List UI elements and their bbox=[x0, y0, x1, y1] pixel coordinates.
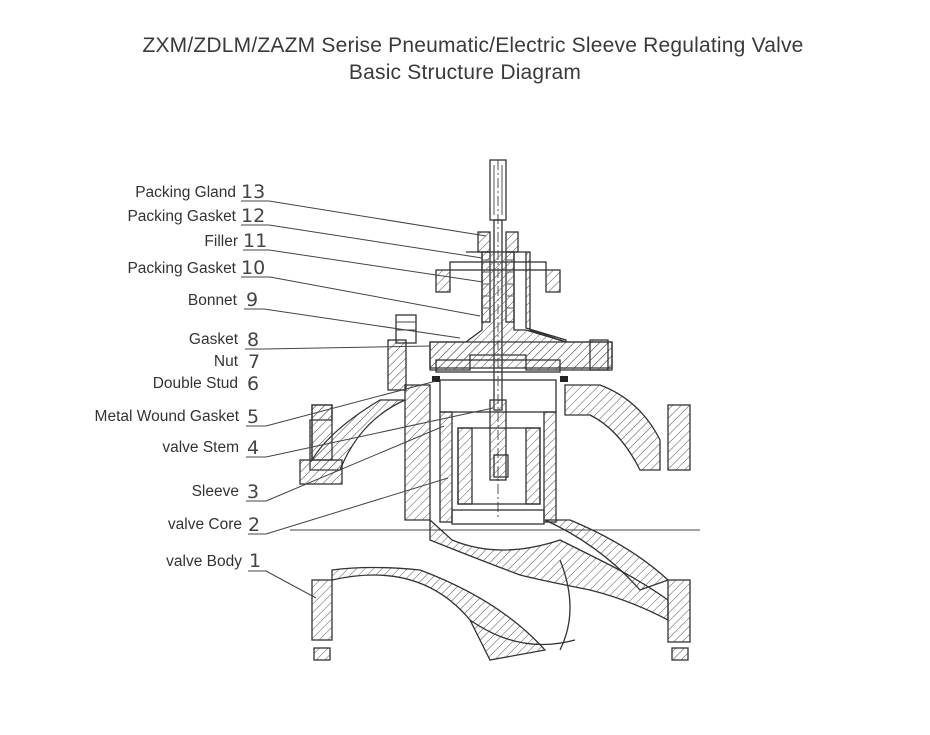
label-valve-body: valve Body bbox=[166, 553, 242, 570]
number-12: 12 bbox=[241, 205, 265, 227]
valve-body bbox=[299, 384, 691, 661]
number-13: 13 bbox=[241, 181, 265, 203]
label-packing-gasket-10: Packing Gasket bbox=[127, 260, 236, 277]
sleeve bbox=[439, 379, 557, 525]
label-sleeve: Sleeve bbox=[192, 483, 239, 500]
label-valve-core: valve Core bbox=[168, 516, 242, 533]
valve-core bbox=[457, 427, 541, 505]
diagram-title: ZXM/ZDLM/ZAZM Serise Pneumatic/Electric … bbox=[142, 34, 804, 57]
number-5: 5 bbox=[247, 406, 259, 428]
diagram-subtitle: Basic Structure Diagram bbox=[348, 61, 582, 84]
label-double-stud: Double Stud bbox=[153, 375, 238, 392]
packing-gland bbox=[435, 231, 561, 293]
number-2: 2 bbox=[248, 514, 260, 536]
number-4: 4 bbox=[247, 437, 259, 459]
label-valve-stem: valve Stem bbox=[162, 439, 239, 456]
label-metal-wound-gasket: Metal Wound Gasket bbox=[95, 408, 240, 425]
label-nut: Nut bbox=[214, 353, 239, 370]
label-bonnet: Bonnet bbox=[188, 292, 238, 309]
number-9: 9 bbox=[246, 289, 258, 311]
number-1: 1 bbox=[249, 550, 261, 572]
number-10: 10 bbox=[241, 257, 265, 279]
label-filler: Filler bbox=[204, 233, 238, 250]
valve-drawing bbox=[290, 159, 700, 661]
label-gasket: Gasket bbox=[189, 331, 239, 348]
number-11: 11 bbox=[243, 230, 267, 252]
part-callouts: Packing Gland 13 Packing Gasket 12 Fille… bbox=[95, 181, 494, 599]
number-3: 3 bbox=[247, 481, 259, 503]
double-stud-and-nut bbox=[387, 314, 609, 391]
label-packing-gland: Packing Gland bbox=[135, 184, 236, 201]
label-packing-gasket-12: Packing Gasket bbox=[127, 208, 236, 225]
number-6: 6 bbox=[247, 373, 259, 395]
number-8: 8 bbox=[247, 329, 259, 351]
number-7: 7 bbox=[248, 351, 260, 373]
